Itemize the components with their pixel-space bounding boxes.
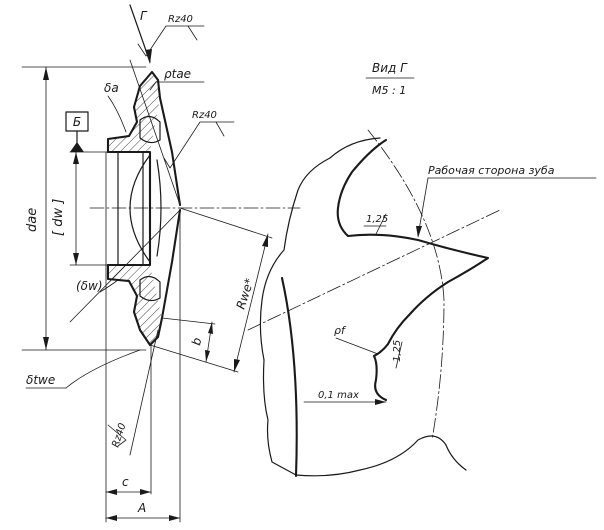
gear-section: Б Rwe* b bbox=[21, 4, 301, 523]
delta-w-label: (δw) bbox=[76, 279, 103, 293]
break-outline bbox=[259, 137, 467, 477]
root-arc bbox=[280, 276, 298, 478]
radius-bottom-label: 1,25 bbox=[392, 340, 403, 362]
roughness-top-label: Rz40 bbox=[168, 14, 193, 25]
view-arrow-label: Г bbox=[140, 9, 148, 23]
radius-top-label: 1,25 bbox=[366, 214, 388, 225]
tooth-profile bbox=[336, 138, 490, 402]
delta-a-label: δa bbox=[104, 81, 119, 95]
tooth-axis bbox=[247, 209, 501, 331]
c-label: c bbox=[122, 475, 129, 489]
working-side-label: Рабочая сторона зуба bbox=[428, 164, 555, 177]
section-hatch-lower bbox=[108, 265, 162, 345]
datum-label: Б bbox=[73, 115, 81, 129]
rho-tae-label: ρtae bbox=[164, 67, 191, 81]
delta-twe-label: δtwe bbox=[26, 373, 55, 387]
roughness-symbol-right bbox=[163, 121, 235, 169]
roughness-bottom-label: Rz40 bbox=[110, 422, 128, 449]
dw-label: [ dw ] bbox=[51, 199, 66, 236]
rwe-dimension-line bbox=[233, 233, 269, 373]
view-title: Вид Г bbox=[372, 61, 408, 75]
datum-triangle bbox=[70, 142, 84, 152]
rho-f-label: ρf bbox=[334, 324, 347, 337]
view-scale: M5 : 1 bbox=[372, 84, 406, 97]
section-hatch-upper bbox=[108, 72, 160, 152]
tolerance-label: 0,1 max bbox=[318, 390, 359, 401]
a-label: A bbox=[137, 501, 146, 515]
gear-bore bbox=[106, 150, 152, 267]
roughness-symbol-bottom bbox=[107, 424, 127, 447]
b-label: b bbox=[189, 336, 204, 346]
reference-circle bbox=[367, 129, 445, 441]
spherical-face bbox=[129, 154, 151, 263]
roughness-symbol-top bbox=[137, 25, 205, 57]
dae-label: dae bbox=[25, 208, 40, 232]
roughness-right-label: Rz40 bbox=[192, 110, 217, 121]
tooth-detail-view: Вид Г M5 : 1 Рабочая сторона зуба 1,25 ρ… bbox=[247, 61, 597, 478]
